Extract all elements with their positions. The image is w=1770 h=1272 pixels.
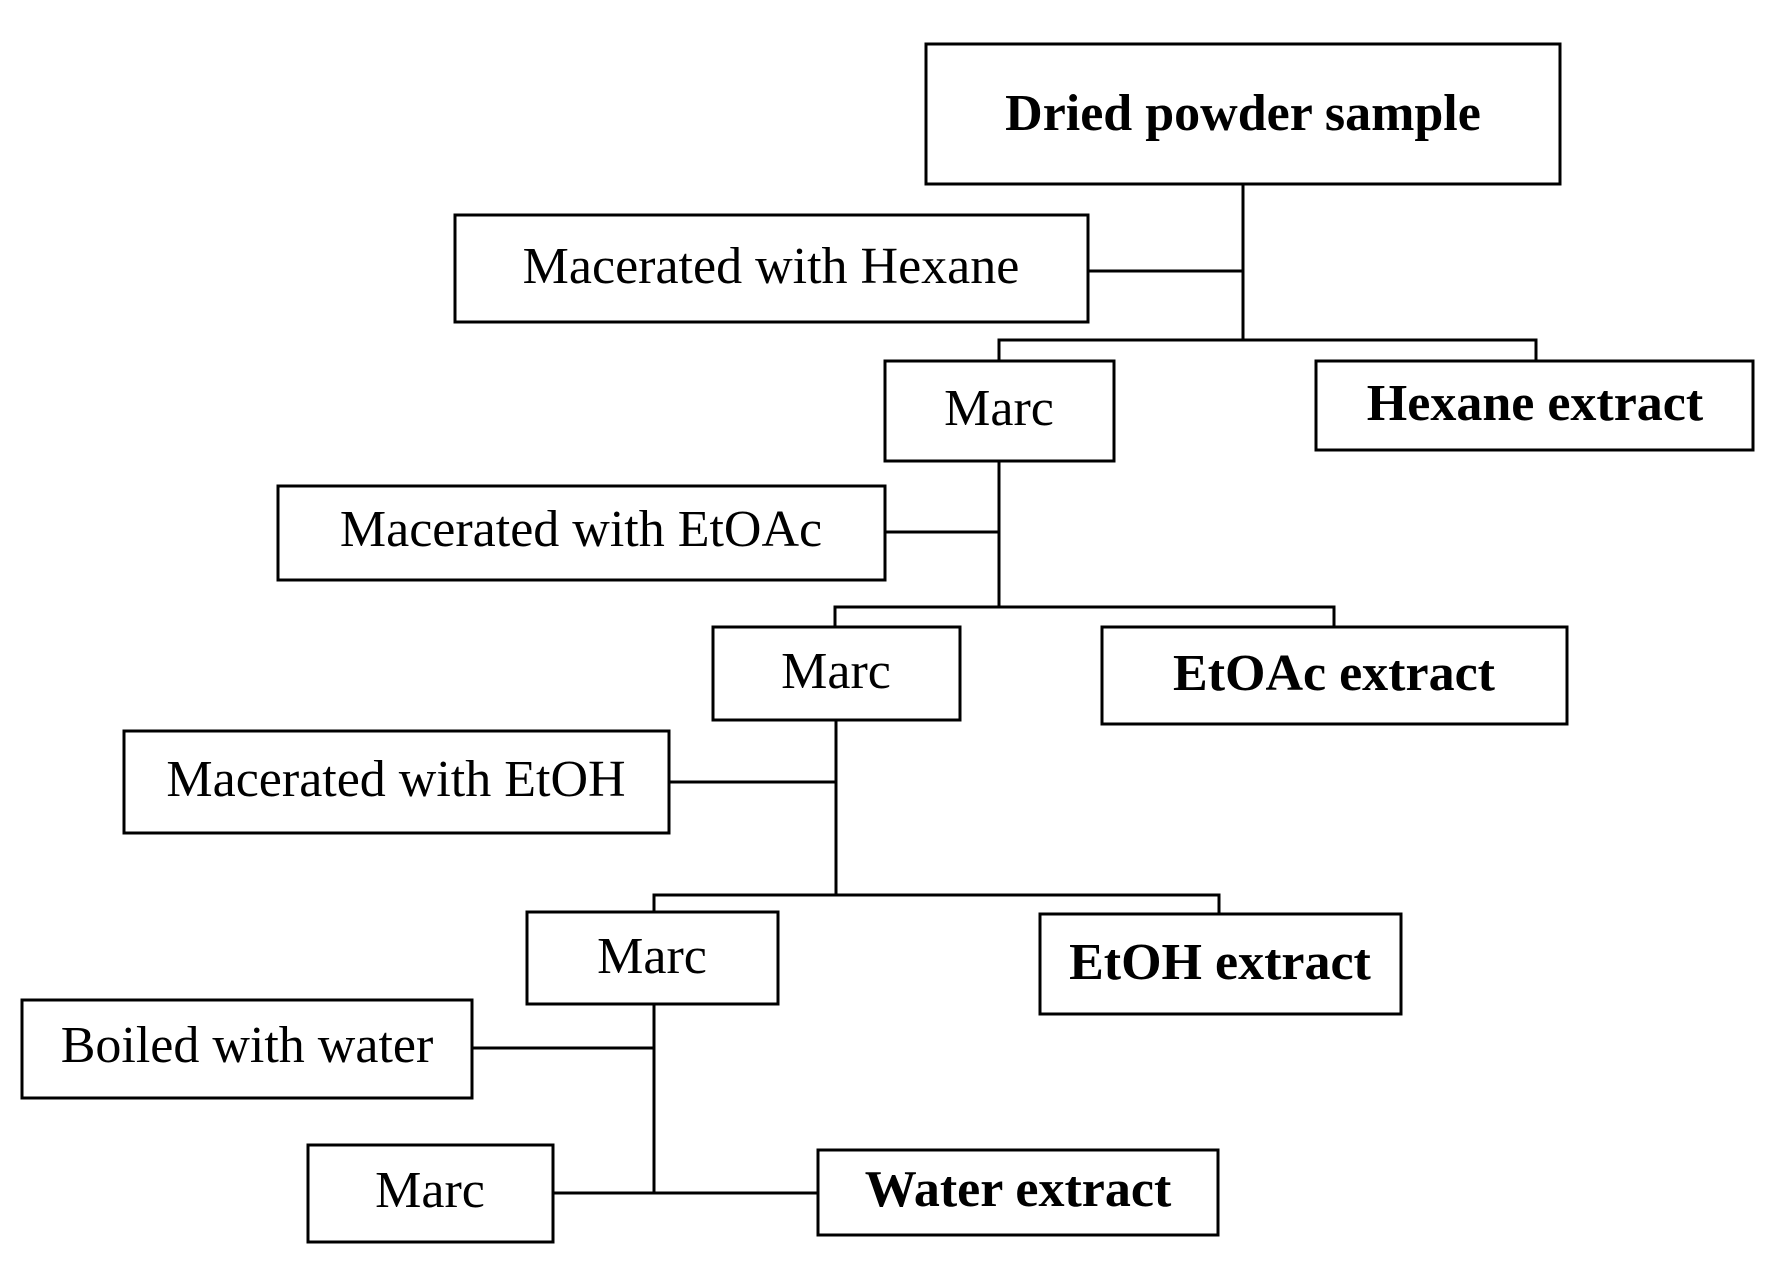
connector-split-2 [833, 605, 1336, 627]
connector-split-3 [652, 893, 1221, 914]
water-extract-label: Water extract [865, 1161, 1172, 1218]
hexane-extract-label: Hexane extract [1367, 375, 1704, 432]
node-macerated-etoac: Macerated with EtOAc [276, 484, 887, 582]
node-etoh-extract: EtOH extract [1038, 912, 1403, 1016]
node-boiled-water: Boiled with water [20, 998, 474, 1100]
macerated-hexane-label: Macerated with Hexane [523, 238, 1020, 295]
node-hexane-extract: Hexane extract [1314, 359, 1755, 452]
connector-split-1 [997, 338, 1538, 361]
marc-2-label: Marc [781, 643, 891, 700]
node-dried-powder-sample: Dried powder sample [924, 42, 1562, 186]
macerated-etoh-label: Macerated with EtOH [166, 751, 625, 808]
marc-3-label: Marc [597, 928, 707, 985]
marc-1-label: Marc [944, 380, 1054, 437]
etoh-extract-label: EtOH extract [1069, 934, 1371, 991]
node-marc-4: Marc [306, 1143, 555, 1244]
node-macerated-etoh: Macerated with EtOH [122, 729, 671, 835]
node-macerated-hexane: Macerated with Hexane [453, 213, 1090, 324]
node-marc-2: Marc [711, 625, 962, 722]
marc-4-label: Marc [375, 1162, 485, 1219]
boiled-water-label: Boiled with water [61, 1017, 434, 1074]
node-water-extract: Water extract [816, 1148, 1220, 1237]
node-marc-1: Marc [883, 359, 1116, 463]
node-marc-3: Marc [525, 910, 780, 1006]
node-etoac-extract: EtOAc extract [1100, 625, 1569, 726]
etoac-extract-label: EtOAc extract [1173, 645, 1496, 702]
connectors [472, 184, 1538, 1195]
dried-powder-sample-label: Dried powder sample [1005, 85, 1481, 142]
macerated-etoac-label: Macerated with EtOAc [340, 501, 822, 558]
